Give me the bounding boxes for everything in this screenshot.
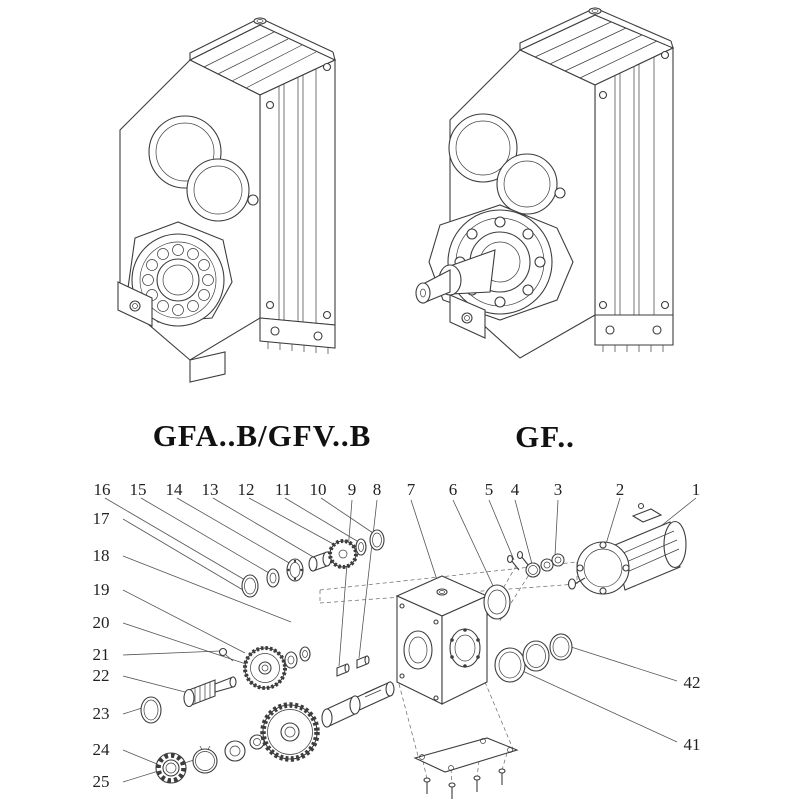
callout-24: 24 — [92, 740, 110, 759]
side-ribs — [265, 62, 332, 323]
callout-42: 42 — [683, 673, 701, 692]
callout-21: 21 — [92, 645, 110, 664]
motor — [567, 502, 687, 595]
callout-6: 6 — [448, 480, 458, 499]
exploded-parts-diagram — [104, 497, 697, 799]
side-ribs — [598, 50, 670, 315]
callout-19: 19 — [92, 580, 110, 599]
cover-and-fasteners — [483, 550, 565, 620]
model-label-gf: GF.. — [515, 419, 575, 454]
callout-5: 5 — [484, 480, 494, 499]
callout-2: 2 — [615, 480, 625, 499]
gear-housing — [395, 575, 489, 705]
callout-9: 9 — [347, 480, 357, 499]
intermediate-gear-parts — [218, 646, 311, 690]
callout-22: 22 — [92, 666, 110, 685]
model-label-gfab: GFA..B/GFV..B — [152, 418, 372, 453]
callout-7: 7 — [406, 480, 416, 499]
callout-25: 25 — [92, 772, 110, 791]
bearing-rings — [494, 633, 573, 683]
callout-leader-lines — [104, 497, 697, 783]
cooling-fins — [189, 17, 336, 89]
callout-1: 1 — [691, 480, 701, 499]
input-bores — [448, 113, 566, 215]
callout-10: 10 — [309, 480, 327, 499]
callout-16: 16 — [93, 480, 111, 499]
output-shaft-parts — [140, 655, 395, 784]
callout-3: 3 — [553, 480, 563, 499]
callout-17: 17 — [92, 509, 110, 528]
input-shaft-parts — [241, 529, 385, 598]
callout-12: 12 — [237, 480, 255, 499]
cooling-fins — [519, 7, 674, 79]
mounting-feet — [117, 281, 336, 383]
callout-15: 15 — [129, 480, 147, 499]
callout-11: 11 — [274, 480, 292, 499]
callout-41: 41 — [683, 735, 701, 754]
callout-13: 13 — [201, 480, 219, 499]
callout-8: 8 — [372, 480, 382, 499]
output-shaft — [415, 249, 496, 304]
mounting-feet — [449, 294, 674, 352]
callout-4: 4 — [510, 480, 520, 499]
output-bearing — [127, 221, 233, 327]
callout-14: 14 — [165, 480, 183, 499]
callout-20: 20 — [92, 613, 110, 632]
input-bores — [148, 115, 259, 222]
callout-23: 23 — [92, 704, 110, 723]
callout-18: 18 — [92, 546, 110, 565]
gasket-and-bolts — [413, 737, 519, 799]
gearbox-gf-drawing — [415, 7, 675, 359]
gearbox-gfab-drawing — [117, 17, 337, 383]
